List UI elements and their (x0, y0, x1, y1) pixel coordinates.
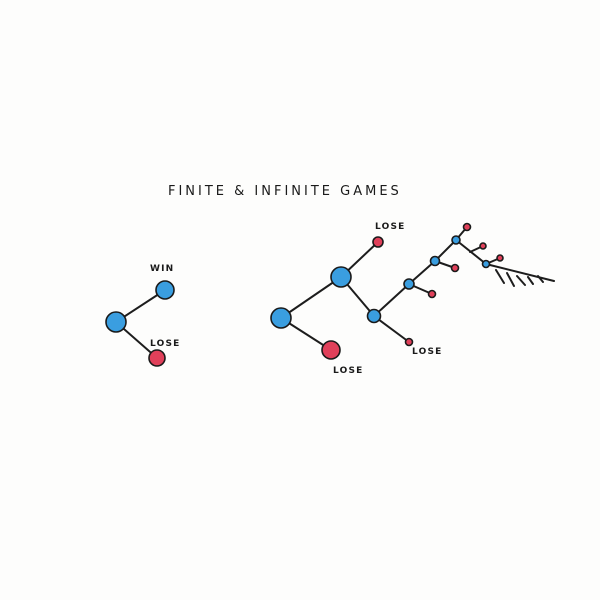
infinite-upper-node (330, 266, 352, 288)
finite-game-tree: WIN LOSE (105, 264, 181, 367)
infinite-branch-node (366, 308, 382, 324)
edge-root-upper (280, 276, 342, 319)
infinite-lower-lose-node (321, 340, 341, 360)
bottom-lose-label: LOSE (333, 366, 364, 376)
edge-branch-continue (373, 283, 410, 317)
infinite-right-node (481, 259, 491, 269)
infinite-continue-node (403, 278, 415, 290)
finite-win-node (155, 280, 175, 300)
infinite-top-lose-node (372, 236, 384, 248)
infinite-next-node (429, 255, 441, 267)
edge-trailing (485, 263, 555, 282)
mid-lose-label: LOSE (412, 347, 443, 357)
leaf-red-node-4 (479, 242, 487, 250)
infinite-game-tree: LOSE LOSE LOSE (270, 222, 555, 376)
infinite-up-node (451, 235, 461, 245)
diagram-title: FINITE & INFINITE GAMES (168, 184, 402, 199)
win-label: WIN (150, 264, 174, 274)
leaf-red-node-3 (462, 222, 472, 232)
finite-lose-label: LOSE (150, 339, 181, 349)
leaf-red-node-5 (496, 254, 504, 262)
trailing-tick-marks (495, 269, 544, 287)
finite-root-node (105, 311, 127, 333)
top-lose-label: LOSE (375, 222, 406, 232)
finite-lose-node (148, 349, 166, 367)
leaf-red-node-1 (427, 289, 437, 299)
leaf-red-node-2 (450, 263, 460, 273)
infinite-root-node (270, 307, 292, 329)
infinite-mid-lose-node (404, 337, 414, 347)
